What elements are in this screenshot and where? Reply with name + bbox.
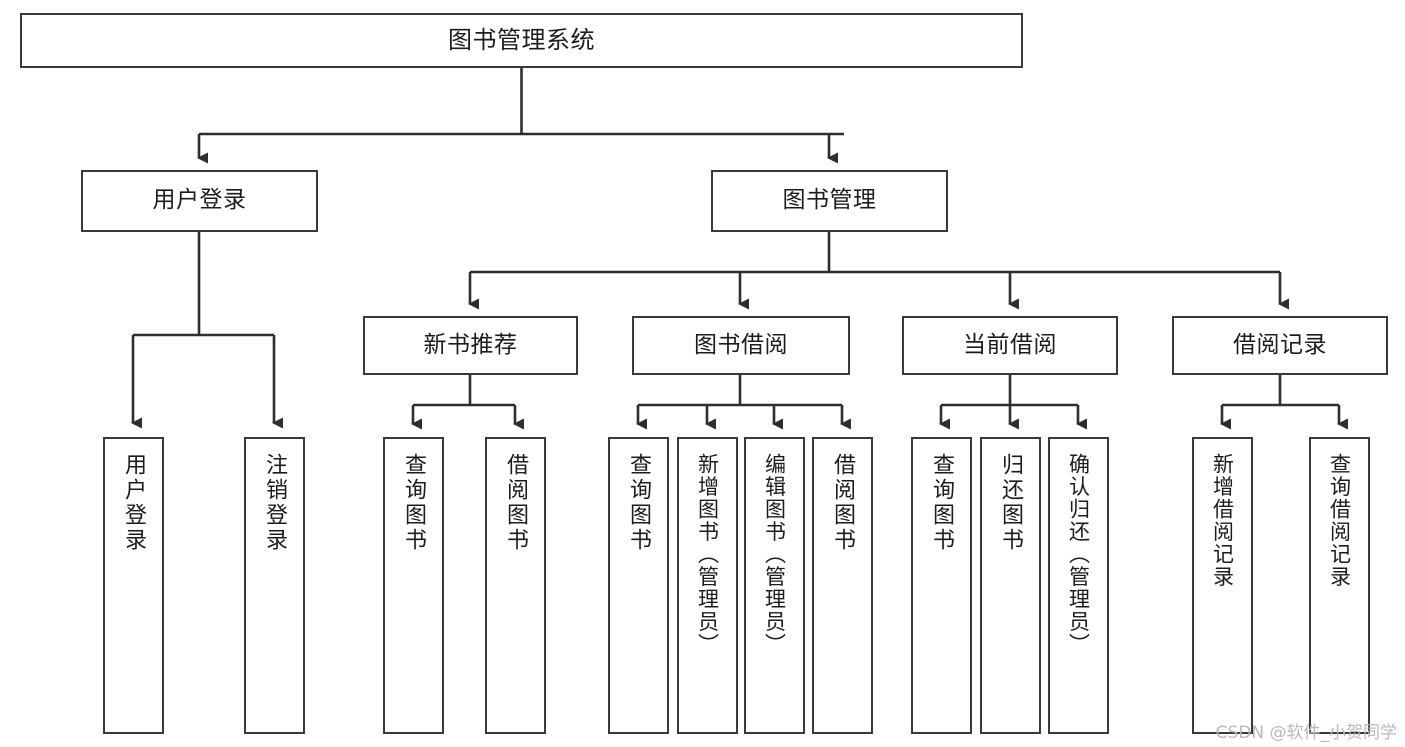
leaf-query-borrow-record[interactable]: 查询借阅记录 [1309,437,1370,734]
node-label: 新增借阅记录 [1210,453,1235,588]
node-label: 查询借阅记录 [1327,453,1352,588]
node-label: 借阅图书 [503,453,529,553]
leaf-add-borrow-record[interactable]: 新增借阅记录 [1192,437,1253,734]
leaf-query-book-borrow[interactable]: 查询图书 [608,437,669,734]
node-root-system[interactable]: 图书管理系统 [20,13,1023,68]
node-label: 当前借阅 [963,331,1057,358]
csdn-watermark: CSDN @软件_小贺同学 [1215,723,1397,743]
leaf-return-book[interactable]: 归还图书 [980,437,1041,734]
node-book-borrow[interactable]: 图书借阅 [632,316,850,375]
node-label: 用户登录 [152,187,247,214]
node-label: 图书管理 [782,187,877,214]
leaf-add-book-admin[interactable]: 新增图书（管理员） [677,437,738,734]
leaf-logout-login[interactable]: 注销登录 [244,437,305,734]
leaf-query-book-recommend[interactable]: 查询图书 [383,437,444,734]
node-label: 注销登录 [262,453,288,553]
leaf-query-book-current[interactable]: 查询图书 [911,437,972,734]
node-label: 图书管理系统 [448,26,595,55]
node-label: 查询图书 [626,453,652,553]
node-label: 归还图书 [998,453,1024,553]
node-label: 编辑图书（管理员） [762,453,787,656]
node-label: 用户登录 [121,453,147,553]
node-new-book-rec[interactable]: 新书推荐 [363,316,578,375]
node-label: 查询图书 [929,453,955,553]
leaf-edit-book-admin[interactable]: 编辑图书（管理员） [744,437,805,734]
leaf-borrow-book[interactable]: 借阅图书 [812,437,873,734]
node-label: 借阅图书 [830,453,856,553]
node-label: 确认归还（管理员） [1066,453,1091,656]
node-label: 新增图书（管理员） [695,453,720,656]
leaf-borrow-book-recommend[interactable]: 借阅图书 [485,437,546,734]
node-borrow-record[interactable]: 借阅记录 [1172,316,1388,375]
node-book-manage[interactable]: 图书管理 [711,170,948,232]
node-label: 图书借阅 [694,331,788,358]
node-label: 新书推荐 [423,331,518,358]
leaf-user-login[interactable]: 用户登录 [103,437,164,734]
node-label: 借阅记录 [1233,331,1327,358]
leaf-confirm-return-admin[interactable]: 确认归还（管理员） [1048,437,1109,734]
node-label: 查询图书 [401,453,427,553]
node-user-login[interactable]: 用户登录 [81,170,318,232]
node-current-borrow[interactable]: 当前借阅 [902,316,1118,375]
